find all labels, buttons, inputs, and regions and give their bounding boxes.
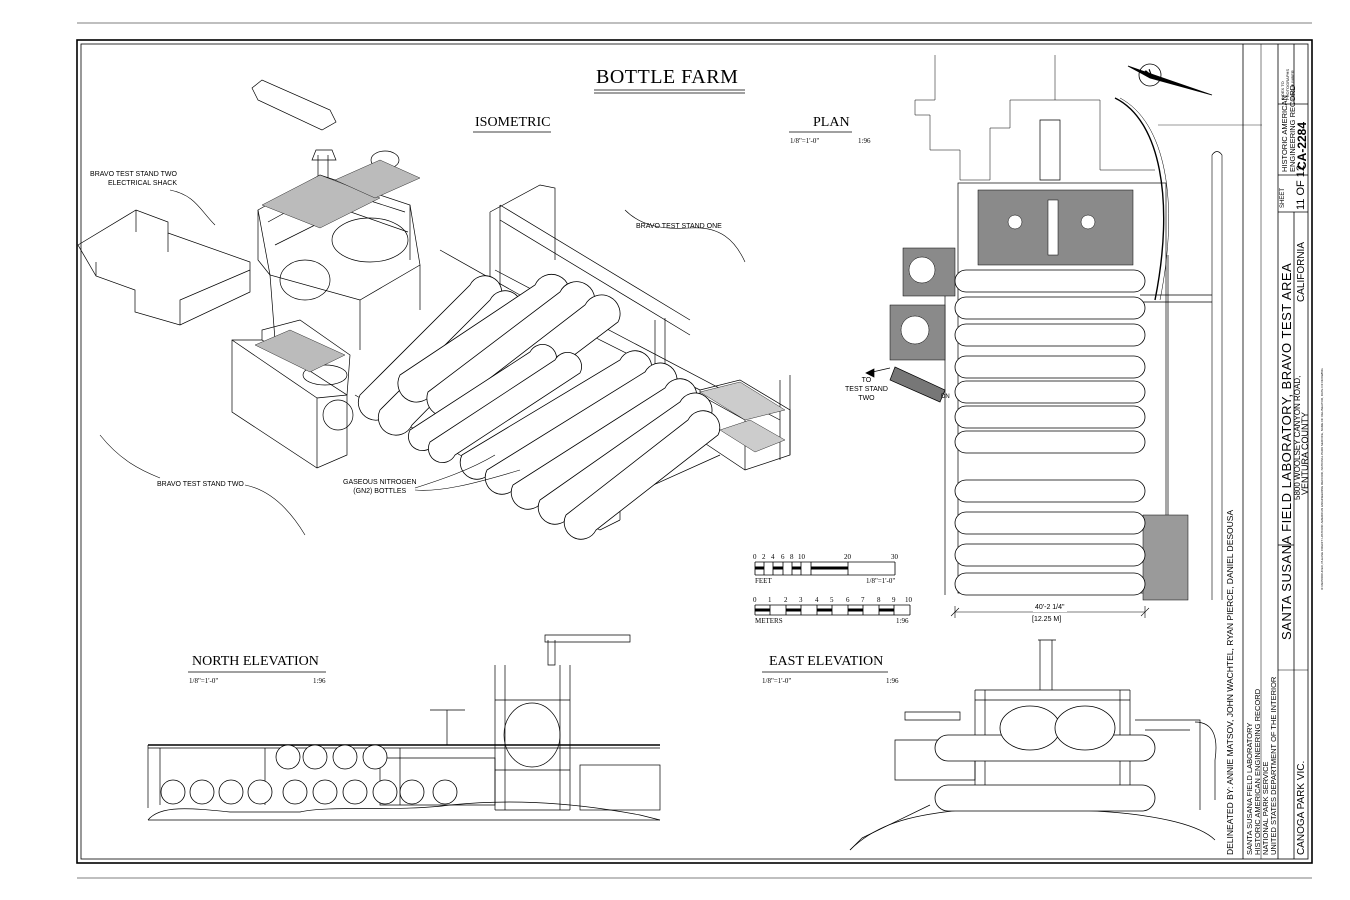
meters-scale-bar [754,604,911,616]
east-elevation-scale-ratio: 1:96 [886,677,899,685]
feet-tick: 0 [753,553,757,561]
title-underlines [188,89,888,673]
index-box-line: FIELD NUMBER [1290,70,1295,100]
meter-tick: 6 [846,596,850,604]
meter-tick: 8 [877,596,881,604]
callout-test-stand-one: BRAVO TEST STAND ONE [636,223,722,230]
project-county: VENTURA COUNTY [1300,411,1310,495]
plan-title: PLAN [813,115,850,130]
east-elevation-scale-imperial: 1/8"=1'-0" [762,677,792,685]
gn2-bottles-plan [954,269,1146,596]
plan-scale-ratio: 1:96 [858,137,871,145]
meter-tick: 1 [768,596,772,604]
plan-gratings [889,189,1189,601]
plan-stair [889,366,946,403]
callout-test-stand-two: BRAVO TEST STAND TWO [157,481,244,488]
north-elevation-title: NORTH ELEVATION [192,654,319,669]
north-arrow [1127,63,1213,96]
callout-gn2-bottles: GASEOUS NITROGEN (GN2) BOTTLES [343,479,417,495]
feet-tick: 10 [798,553,805,561]
isometric-title: ISOMETRIC [475,115,551,130]
reproduction-note: IF REPRODUCED, PLEASE CREDIT: HISTORIC A… [1320,368,1324,590]
east-elevation-title: EAST ELEVATION [769,654,884,669]
drawing-title: BOTTLE FARM [596,66,739,88]
meter-tick: 7 [861,596,865,604]
meters-scale-unit: METERS [755,617,783,625]
meter-tick: 10 [905,596,912,604]
feet-scale-ratio: 1/8"=1'-0" [866,577,896,585]
feet-tick: 2 [762,553,766,561]
meter-tick: 2 [784,596,788,604]
meter-tick: 0 [753,596,757,604]
feet-scale-bar [754,561,896,576]
iso-leaders [99,189,746,536]
feet-scale-unit: FEET [755,577,772,585]
gn2-bottles-iso [357,273,721,540]
meters-scale-ratio: 1:96 [896,617,909,625]
meter-tick: 5 [830,596,834,604]
north-elevation-scale-imperial: 1/8"=1'-0" [189,677,219,685]
feet-tick: 4 [771,553,775,561]
north-elevation-view [147,634,661,821]
agency-line: UNITED STATES DEPARTMENT OF THE INTERIOR [1269,676,1278,855]
plan-dimension-metric: [12.25 M] [1032,616,1062,623]
plan-scale-imperial: 1/8"=1'-0" [790,137,820,145]
feet-tick: 8 [790,553,794,561]
feet-tick: 6 [781,553,785,561]
north-elevation-bottles [160,744,458,805]
callout-down: DN [941,394,950,400]
project-name: SANTA SUSANA FIELD LABORATORY, BRAVO TES… [1279,262,1294,640]
north-elevation-scale-ratio: 1:96 [313,677,326,685]
plan-dimension-line [950,606,1150,618]
sheet-label: SHEET [1280,187,1286,208]
electrical-shack [77,209,251,326]
east-elevation-bottles [934,705,1156,812]
callout-electrical-shack: BRAVO TEST STAND TWO ELECTRICAL SHACK [90,171,177,187]
feet-tick: 20 [844,553,851,561]
record-number: CA-2284 [1295,121,1309,170]
plan-dimension-imperial: 40'-2 1/4" [1033,603,1067,612]
title-block-frame [1242,44,1308,859]
project-state: CALIFORNIA [1296,241,1307,302]
meter-tick: 3 [799,596,803,604]
meter-tick: 9 [892,596,896,604]
meter-tick: 4 [815,596,819,604]
iso-gratings [254,159,786,453]
outer-border [76,39,1313,864]
feet-tick: 30 [891,553,898,561]
east-ground [849,808,1216,851]
delineators-credit: DELINEATED BY: ANNIE MATSOV, JOHN WACHTE… [1225,509,1235,855]
project-city: CANOGA PARK VIC. [1296,760,1307,855]
inner-border [80,43,1309,860]
north-ground [147,801,661,821]
callout-to-test-stand-two: TO TEST STAND TWO [845,377,888,402]
